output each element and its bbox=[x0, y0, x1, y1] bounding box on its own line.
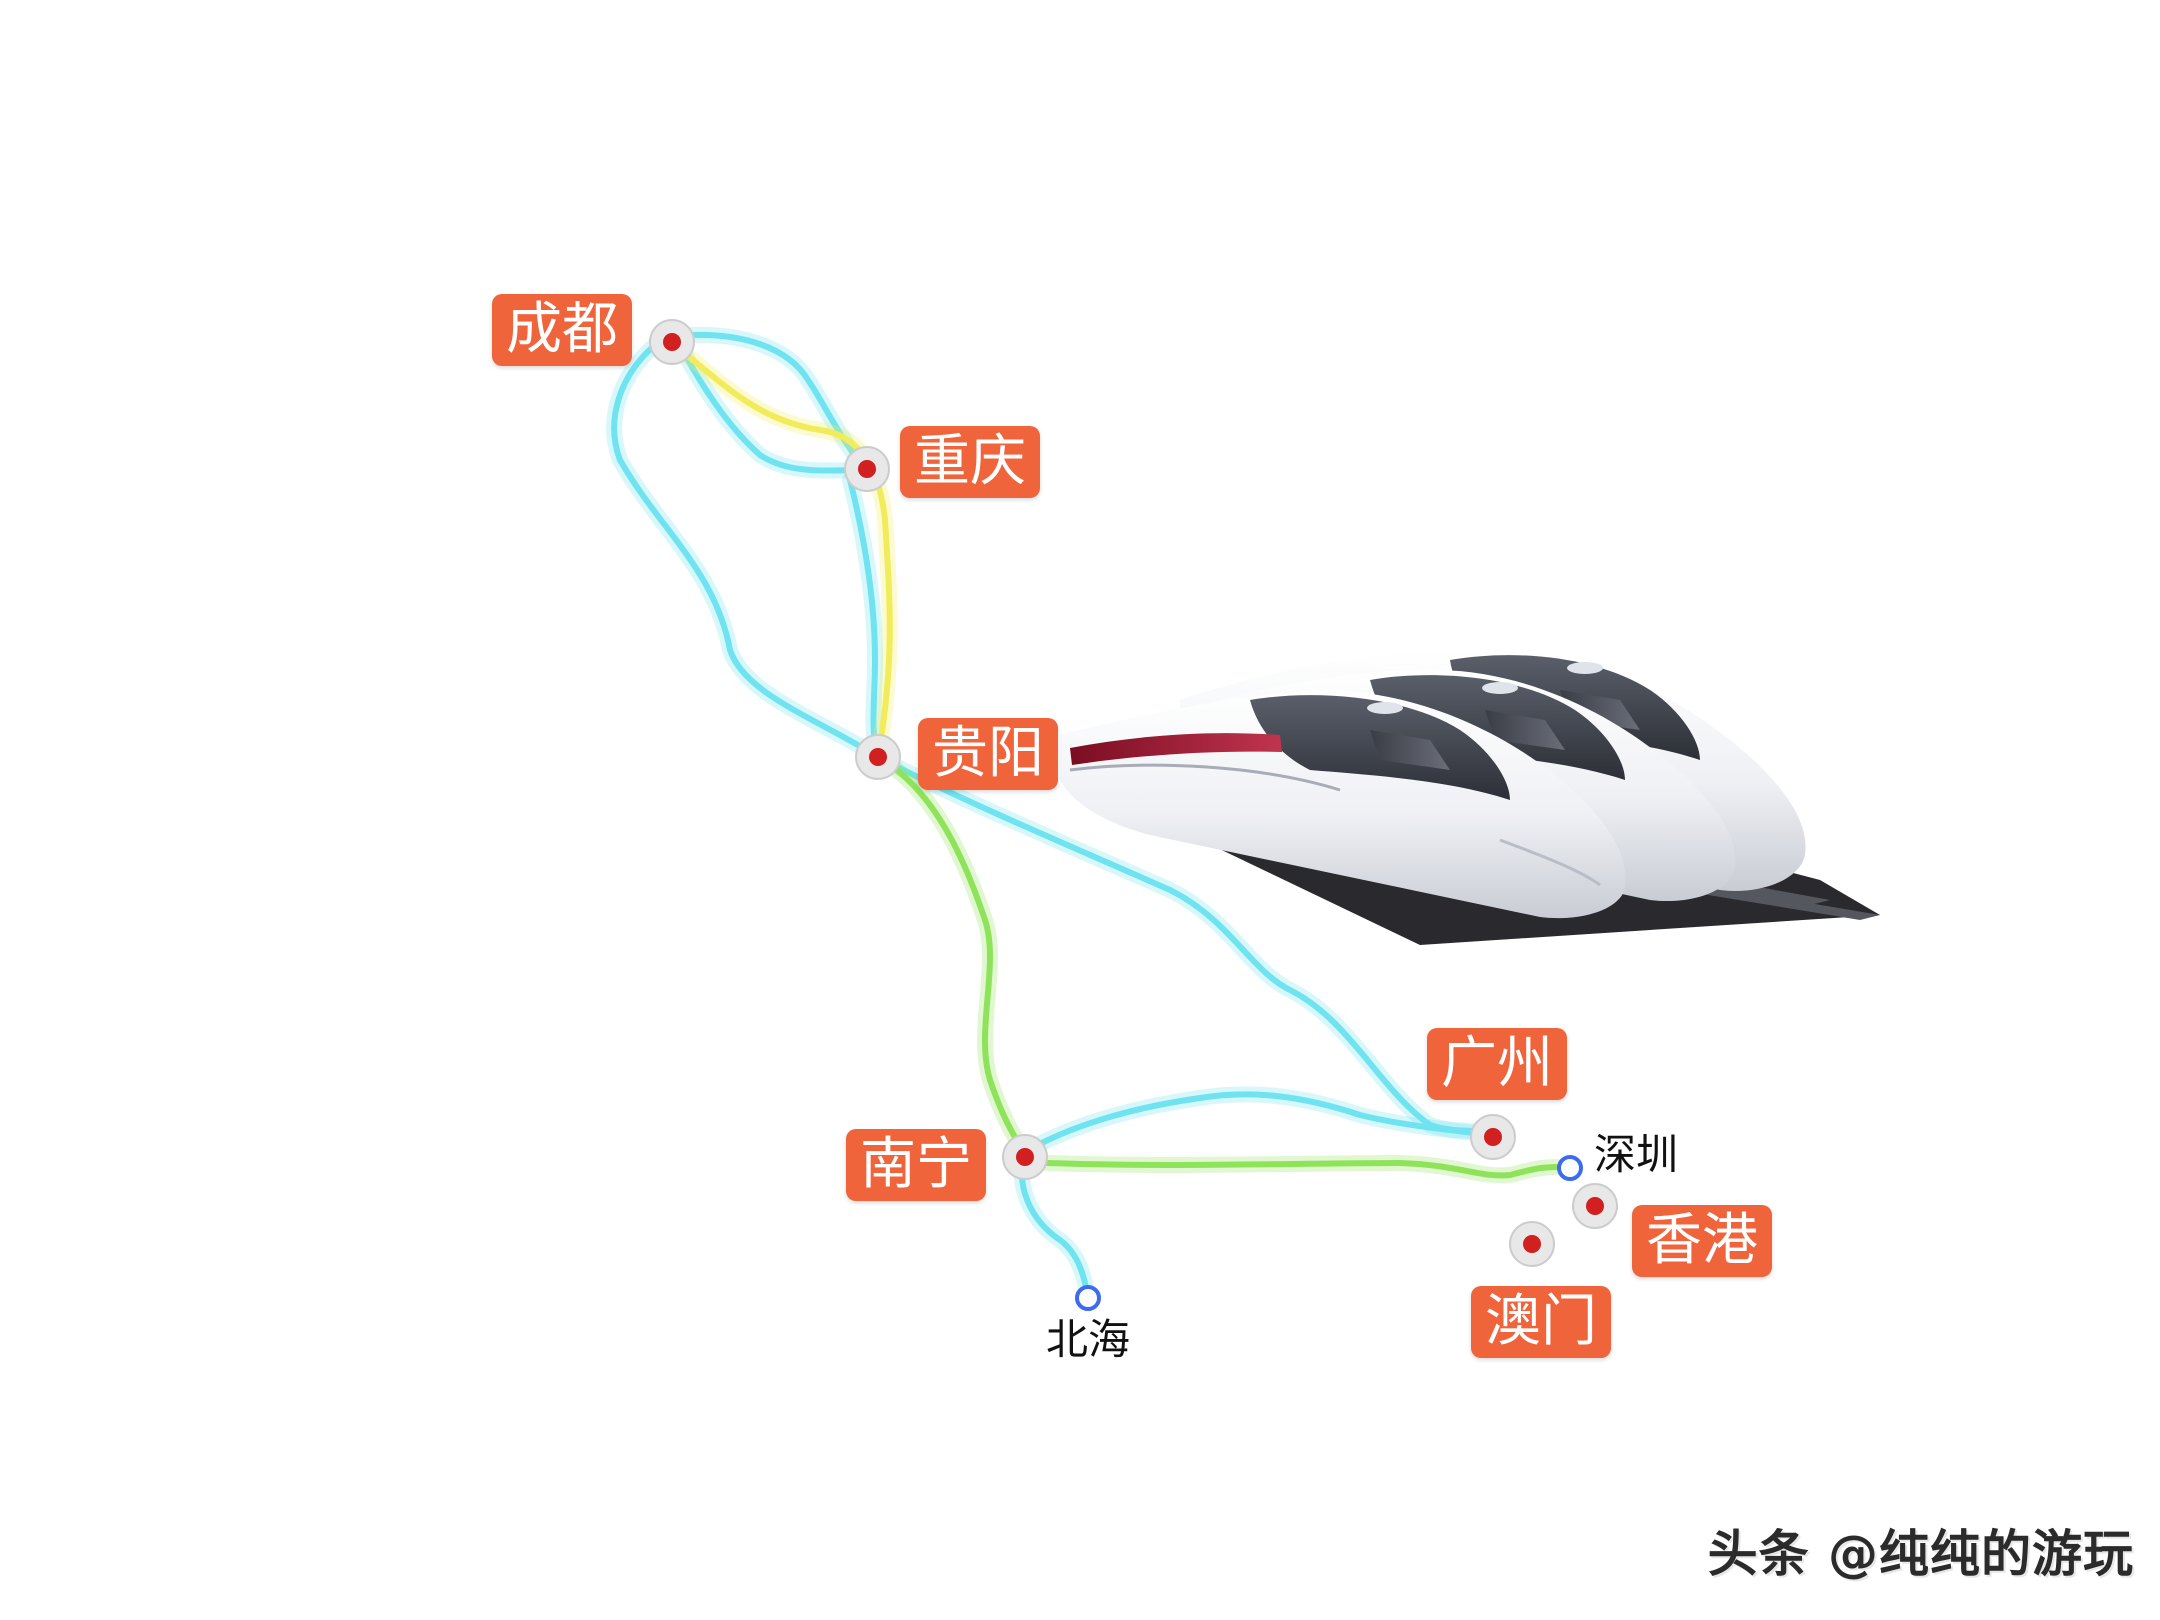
marker-aomen[interactable] bbox=[1509, 1221, 1555, 1267]
marker-chongqing[interactable] bbox=[844, 446, 890, 492]
marker-guangzhou[interactable] bbox=[1470, 1114, 1516, 1160]
city-label-nanning[interactable]: 南宁 bbox=[846, 1129, 986, 1201]
city-label-guangzhou[interactable]: 广州 bbox=[1427, 1028, 1567, 1100]
city-label-shenzhen[interactable]: 深圳 bbox=[1594, 1130, 1679, 1179]
marker-guiyang[interactable] bbox=[855, 734, 901, 780]
high-speed-train-illustration bbox=[1060, 649, 1880, 945]
marker-shenzhen[interactable] bbox=[1557, 1155, 1583, 1181]
marker-xianggang[interactable] bbox=[1572, 1183, 1618, 1229]
marker-nanning[interactable] bbox=[1002, 1134, 1048, 1180]
watermark-text: 头条 @纯纯的游玩 bbox=[1707, 1525, 2134, 1583]
cyan-routes bbox=[606, 327, 1498, 1306]
city-label-xianggang[interactable]: 香港 bbox=[1632, 1205, 1772, 1277]
city-label-chengdu[interactable]: 成都 bbox=[492, 294, 632, 366]
city-label-aomen[interactable]: 澳门 bbox=[1471, 1286, 1611, 1358]
route-chengdu-chongqing-cyan-north bbox=[667, 327, 870, 473]
city-markers bbox=[649, 319, 1618, 1311]
marker-beihai[interactable] bbox=[1075, 1285, 1101, 1311]
green-routes bbox=[870, 749, 1576, 1184]
city-label-chongqing[interactable]: 重庆 bbox=[900, 426, 1040, 498]
train-unit-front bbox=[1060, 690, 1626, 919]
marker-chengdu[interactable] bbox=[649, 319, 695, 365]
city-label-beihai[interactable]: 北海 bbox=[1046, 1315, 1131, 1364]
train-window-stripe bbox=[1070, 733, 1282, 765]
city-label-guiyang[interactable]: 贵阳 bbox=[918, 718, 1058, 790]
